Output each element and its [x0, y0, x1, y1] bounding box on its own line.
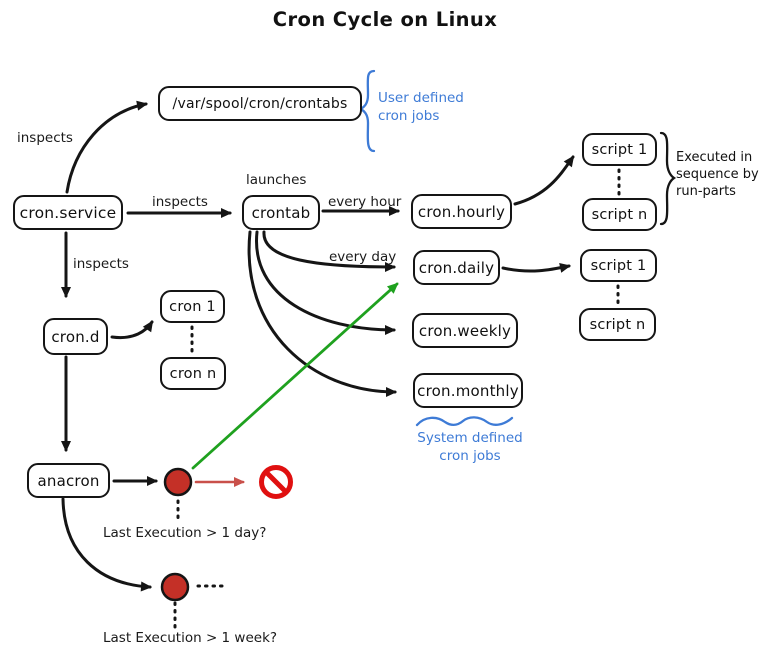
annotation-user-defined: User defined cron jobs [378, 90, 464, 124]
node-anacron: anacron [27, 463, 110, 498]
annotation-executed-in-run-parts: Executed in sequence by run-parts [676, 150, 759, 200]
node-script-n-hourly: script n [582, 198, 657, 231]
node-cron-service: cron.service [13, 195, 123, 230]
arrow-crontab-to-weekly [255, 230, 396, 335]
green-arrow-daycheck-to-daily [191, 282, 399, 470]
question-last-execution-day: Last Execution > 1 day? [103, 525, 267, 541]
edge-label-launches: launches [246, 172, 307, 188]
arrow-anacron-to-weekcheck [61, 497, 152, 592]
system-defined-squiggle-icon [415, 416, 514, 427]
node-script-n-daily: script n [579, 308, 656, 341]
arrow-hourly-to-script1 [513, 155, 575, 206]
node-cron-n: cron n [160, 357, 226, 390]
weekcheck-circle [160, 572, 190, 602]
arrow-crond-to-cron1 [110, 320, 154, 340]
annotation-system-defined: System defined cron jobs [417, 430, 523, 464]
node-var-spool-cron-crontabs: /var/spool/cron/crontabs [158, 86, 362, 121]
edge-label-inspects-crond: inspects [73, 256, 129, 272]
node-crontab: crontab [242, 195, 320, 230]
question-last-execution-week: Last Execution > 1 week? [103, 630, 278, 646]
node-cron-daily: cron.daily [413, 250, 500, 285]
node-cron-monthly: cron.monthly [413, 373, 523, 408]
edge-label-every-day: every day [329, 249, 397, 265]
arrow-crontab-to-daily [262, 230, 396, 272]
node-script-1-hourly: script 1 [582, 133, 657, 166]
edge-label-inspects-crontab: inspects [152, 194, 208, 210]
diagram-title: Cron Cycle on Linux [272, 8, 498, 31]
arrow-service-to-spool [65, 100, 148, 194]
node-cron-1: cron 1 [160, 290, 225, 323]
daycheck-circle [163, 467, 193, 497]
edge-label-inspects-spool: inspects [17, 130, 73, 146]
run-parts-brace-icon [659, 131, 677, 226]
user-defined-brace-icon [358, 69, 376, 153]
arrow-crontab-to-monthly [247, 230, 397, 397]
node-cron-hourly: cron.hourly [411, 194, 512, 229]
node-script-1-daily: script 1 [580, 249, 657, 282]
edge-label-every-hour: every hour [328, 194, 402, 210]
node-cron-weekly: cron.weekly [412, 313, 518, 348]
prohibition-icon [259, 465, 293, 499]
node-cron-d: cron.d [43, 318, 108, 355]
arrow-daily-to-script1 [501, 262, 571, 273]
